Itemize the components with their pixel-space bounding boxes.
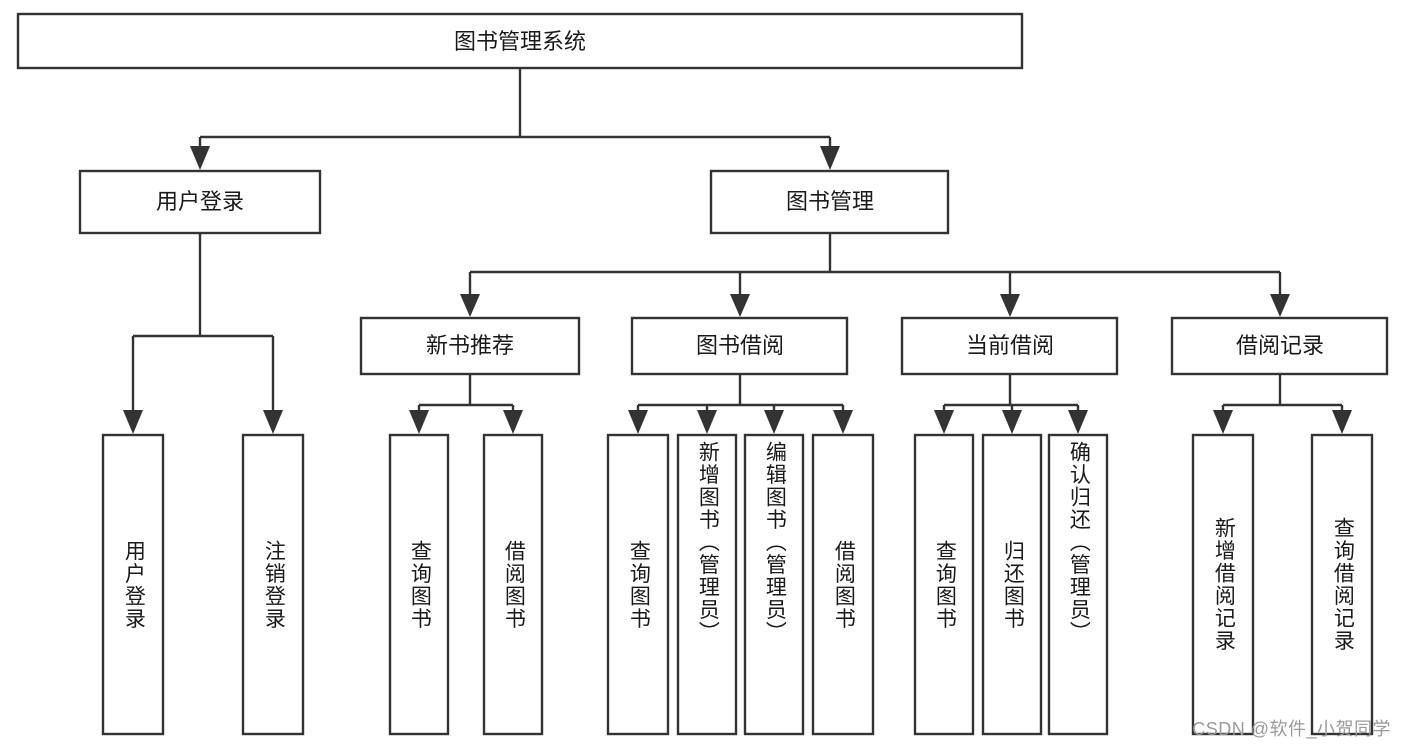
- leaf-box-borrow-book-2[interactable]: [811, 433, 875, 736]
- node-borrow-record-box[interactable]: [1170, 316, 1389, 376]
- leaf-boxes: [101, 433, 1374, 736]
- leaf-box-return-book[interactable]: [981, 433, 1043, 736]
- node-user-login[interactable]: 用户登录: [78, 169, 322, 235]
- arrow-cb-leaf-3: [1068, 410, 1088, 434]
- node-borrow-record[interactable]: 借阅记录: [1170, 316, 1389, 376]
- node-book-manage-label: 图书管理: [786, 189, 874, 214]
- connector-group-user-login: [123, 233, 283, 434]
- leaf-box-query-book-2[interactable]: [606, 433, 670, 736]
- arrow-cb-leaf-2: [1002, 410, 1022, 434]
- leaf-box-edit-book[interactable]: [743, 433, 805, 736]
- leaf-box-confirm-return[interactable]: [1047, 433, 1109, 736]
- leaf-box-user-login[interactable]: [101, 433, 165, 736]
- node-new-book-recommend-label: 新书推荐: [426, 333, 514, 358]
- node-book-manage-box[interactable]: [709, 169, 950, 235]
- connector-group-book-manage: [460, 233, 1290, 317]
- leaf-box-query-book-1[interactable]: [388, 433, 450, 736]
- arrow-bb-leaf-4: [833, 410, 853, 434]
- arrow-book-manage-child-3: [1000, 294, 1020, 317]
- arrow-book-manage-child-4: [1270, 294, 1290, 317]
- node-borrow-record-label: 借阅记录: [1236, 333, 1324, 358]
- arrow-bb-leaf-2: [697, 410, 717, 434]
- leaf-box-add-record[interactable]: [1191, 433, 1255, 736]
- node-root-box[interactable]: [16, 12, 1024, 70]
- watermark-text: CSDN @软件_小贺同学: [1192, 719, 1391, 739]
- node-book-borrow[interactable]: 图书借阅: [630, 316, 849, 376]
- arrow-root-to-book-manage: [820, 146, 840, 170]
- arrow-br-leaf-2: [1332, 410, 1352, 434]
- node-root-label: 图书管理系统: [454, 29, 586, 54]
- arrow-book-manage-child-1: [460, 294, 480, 317]
- node-root[interactable]: 图书管理系统: [16, 12, 1024, 70]
- connector-group-book-borrow: [628, 374, 853, 434]
- node-current-borrow-label: 当前借阅: [966, 333, 1054, 358]
- arrow-root-to-user-login: [190, 146, 210, 170]
- leaf-box-borrow-book-1[interactable]: [482, 433, 544, 736]
- node-user-login-box[interactable]: [78, 169, 322, 235]
- leaf-box-query-record[interactable]: [1310, 433, 1374, 736]
- arrow-br-leaf-1: [1213, 410, 1233, 434]
- node-book-manage[interactable]: 图书管理: [709, 169, 950, 235]
- node-current-borrow[interactable]: 当前借阅: [900, 316, 1119, 376]
- node-new-book-recommend[interactable]: 新书推荐: [359, 316, 581, 376]
- node-user-login-label: 用户登录: [156, 189, 244, 214]
- arrow-user-login-leaf-1: [123, 410, 143, 434]
- arrow-user-login-leaf-2: [263, 410, 283, 434]
- node-book-borrow-label: 图书借阅: [696, 333, 784, 358]
- arrow-bb-leaf-3: [764, 410, 784, 434]
- leaf-box-add-book[interactable]: [676, 433, 738, 736]
- connector-group-borrow-record: [1213, 374, 1352, 434]
- arrow-nbr-leaf-1: [409, 410, 429, 434]
- node-new-book-recommend-box[interactable]: [359, 316, 581, 376]
- connector-group-current-borrow: [934, 374, 1088, 434]
- arrow-nbr-leaf-2: [503, 410, 523, 434]
- leaf-box-query-book-3[interactable]: [913, 433, 975, 736]
- node-book-borrow-box[interactable]: [630, 316, 849, 376]
- arrow-bb-leaf-1: [628, 410, 648, 434]
- connector-group-root: [190, 68, 840, 170]
- leaf-box-logout[interactable]: [241, 433, 305, 736]
- connector-group-new-book-recommend: [409, 374, 523, 434]
- node-current-borrow-box[interactable]: [900, 316, 1119, 376]
- arrow-book-manage-child-2: [730, 294, 750, 317]
- arrow-cb-leaf-1: [934, 410, 954, 434]
